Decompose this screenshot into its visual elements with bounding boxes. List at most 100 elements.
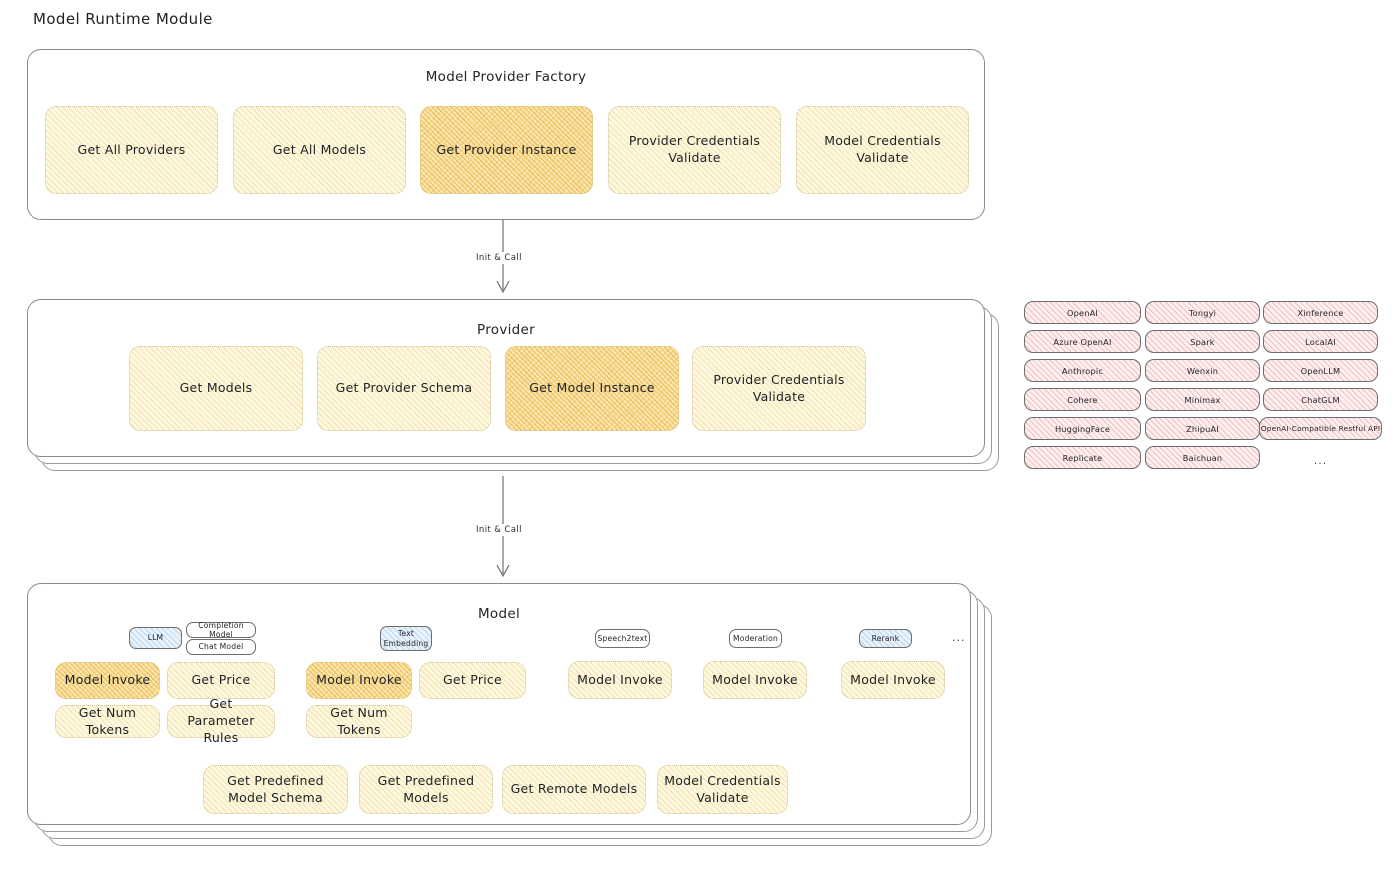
model-type-label: Text Embedding <box>383 629 429 648</box>
text-embedding-method-get-price[interactable]: Get Price <box>419 662 526 699</box>
provider-chip-label: OpenLLM <box>1300 365 1341 376</box>
method-label: Model Invoke <box>850 671 936 687</box>
provider-box-label: Get Model Instance <box>529 380 655 396</box>
provider-box-label: Get Provider Schema <box>335 380 473 396</box>
llm-method-get-num-tokens[interactable]: Get Num Tokens <box>55 705 160 738</box>
provider-chip-label: Wenxin <box>1186 365 1219 376</box>
provider-chip-chatglm[interactable]: ChatGLM <box>1263 388 1378 411</box>
provider-chip-openllm[interactable]: OpenLLM <box>1263 359 1378 382</box>
method-label: Get Remote Models <box>510 781 638 797</box>
provider-chip-label: Cohere <box>1067 394 1098 405</box>
model-type-label: LLM <box>147 633 164 643</box>
model-type-label: Speech2text <box>597 633 648 643</box>
method-label: Model Invoke <box>316 672 402 688</box>
model-type-tag-text-embedding[interactable]: Text Embedding <box>380 626 432 651</box>
provider-chip-label: OpenAI <box>1066 307 1099 318</box>
page-title: Model Runtime Module <box>33 10 213 28</box>
provider-chip-zhipuai[interactable]: ZhipuAI <box>1145 417 1260 440</box>
model-type-tag-moderation[interactable]: Moderation <box>729 629 782 648</box>
provider-box-label: Provider Credentials Validate <box>713 371 845 404</box>
model-type-tag-llm[interactable]: LLM <box>129 627 182 649</box>
provider-chip-label: LocalAI <box>1305 336 1336 347</box>
provider-chip-label: Minimax <box>1184 394 1221 405</box>
model-common-get-predefined-model-schema[interactable]: Get Predefined Model Schema <box>203 765 348 814</box>
provider-box-label: Get Models <box>179 380 253 396</box>
model-card: Model <box>27 583 971 825</box>
provider-chip-label: ChatGLM <box>1301 394 1340 405</box>
method-label: Get Price <box>191 672 251 688</box>
provider-chip-label: HuggingFace <box>1054 423 1111 434</box>
provider-title: Provider <box>477 322 535 338</box>
factory-box-model-credentials-validate[interactable]: Model Credentials Validate <box>796 106 969 194</box>
provider-chip-baichuan[interactable]: Baichuan <box>1145 446 1260 469</box>
provider-list-ellipsis: ... <box>1313 454 1328 467</box>
llm-method-get-parameter-rules[interactable]: Get Parameter Rules <box>167 696 275 745</box>
factory-box-label: Get Provider Instance <box>436 141 577 157</box>
provider-chip-localai[interactable]: LocalAI <box>1263 330 1378 353</box>
provider-chip-cohere[interactable]: Cohere <box>1024 388 1141 411</box>
factory-box-get-all-models[interactable]: Get All Models <box>233 106 406 194</box>
provider-chip-label: Replicate <box>1062 452 1103 463</box>
model-type-label: Rerank <box>871 633 900 643</box>
provider-chip-anthropic[interactable]: Anthropic <box>1024 359 1141 382</box>
provider-chip-wenxin[interactable]: Wenxin <box>1145 359 1260 382</box>
model-subtag-chat-model[interactable]: Chat Model <box>186 639 256 655</box>
factory-box-label: Get All Models <box>272 141 367 157</box>
model-type-label: Moderation <box>733 633 779 643</box>
model-subtag-label: Completion Model <box>198 620 244 639</box>
method-label: Get Predefined Model Schema <box>227 772 324 805</box>
provider-chip-openai[interactable]: OpenAI <box>1024 301 1141 324</box>
connector-2-label: Init & Call <box>472 524 526 536</box>
method-label: Get Parameter Rules <box>187 696 255 745</box>
provider-box-get-model-instance[interactable]: Get Model Instance <box>505 346 679 431</box>
provider-chip-huggingface[interactable]: HuggingFace <box>1024 417 1141 440</box>
provider-chip-label: Azure OpenAI <box>1053 336 1112 347</box>
model-subtag-completion-model[interactable]: Completion Model <box>186 620 256 639</box>
model-title: Model <box>477 606 521 622</box>
provider-box-get-provider-schema[interactable]: Get Provider Schema <box>317 346 491 431</box>
text-embedding-method-get-num-tokens[interactable]: Get Num Tokens <box>306 705 412 738</box>
provider-chip-label: Tongyi <box>1188 307 1217 318</box>
provider-chip-azure-openai[interactable]: Azure OpenAI <box>1024 330 1141 353</box>
model-common-get-remote-models[interactable]: Get Remote Models <box>502 765 646 814</box>
factory-box-provider-credentials-validate[interactable]: Provider Credentials Validate <box>608 106 781 194</box>
method-label: Model Credentials Validate <box>664 772 781 805</box>
provider-chip-openai-compatible-restful-api[interactable]: OpenAI-Compatible Restful API <box>1259 417 1382 440</box>
model-type-tag-rerank[interactable]: Rerank <box>859 629 912 648</box>
provider-box-provider-credentials-validate[interactable]: Provider Credentials Validate <box>692 346 866 431</box>
method-label: Get Predefined Models <box>377 772 475 805</box>
factory-box-label: Provider Credentials Validate <box>628 133 761 165</box>
provider-chip-label: Baichuan <box>1182 452 1223 463</box>
model-common-model-credentials-validate[interactable]: Model Credentials Validate <box>657 765 788 814</box>
provider-chip-label: OpenAI-Compatible Restful API <box>1260 424 1381 433</box>
provider-chip-tongyi[interactable]: Tongyi <box>1145 301 1260 324</box>
provider-box-get-models[interactable]: Get Models <box>129 346 303 431</box>
moderation-method-model-invoke[interactable]: Model Invoke <box>703 661 807 699</box>
provider-chip-label: ZhipuAI <box>1186 423 1219 434</box>
method-label: Model Invoke <box>577 671 663 687</box>
factory-box-label: Get All Providers <box>77 141 186 157</box>
llm-method-get-price[interactable]: Get Price <box>167 662 275 699</box>
method-label: Model Invoke <box>712 671 798 687</box>
rerank-method-model-invoke[interactable]: Model Invoke <box>841 661 945 699</box>
provider-chip-replicate[interactable]: Replicate <box>1024 446 1141 469</box>
factory-box-get-provider-instance[interactable]: Get Provider Instance <box>420 106 593 194</box>
speech2text-method-model-invoke[interactable]: Model Invoke <box>568 661 672 699</box>
connector-1-label: Init & Call <box>472 252 526 264</box>
model-subtag-label: Chat Model <box>198 642 244 652</box>
provider-chip-spark[interactable]: Spark <box>1145 330 1260 353</box>
factory-box-label: Model Credentials Validate <box>824 133 941 165</box>
provider-chip-label: Anthropic <box>1061 365 1104 376</box>
model-common-get-predefined-models[interactable]: Get Predefined Models <box>359 765 493 814</box>
llm-method-model-invoke[interactable]: Model Invoke <box>55 662 160 699</box>
provider-chip-label: Spark <box>1190 336 1215 347</box>
factory-box-get-all-providers[interactable]: Get All Providers <box>45 106 218 194</box>
method-label: Model Invoke <box>64 672 151 688</box>
model-type-tag-speech2text[interactable]: Speech2text <box>595 629 650 648</box>
text-embedding-method-model-invoke[interactable]: Model Invoke <box>306 662 412 699</box>
provider-chip-minimax[interactable]: Minimax <box>1145 388 1260 411</box>
provider-chip-xinference[interactable]: Xinference <box>1263 301 1378 324</box>
provider-chip-label: Xinference <box>1297 307 1344 318</box>
model-provider-factory-title: Model Provider Factory <box>425 69 587 85</box>
